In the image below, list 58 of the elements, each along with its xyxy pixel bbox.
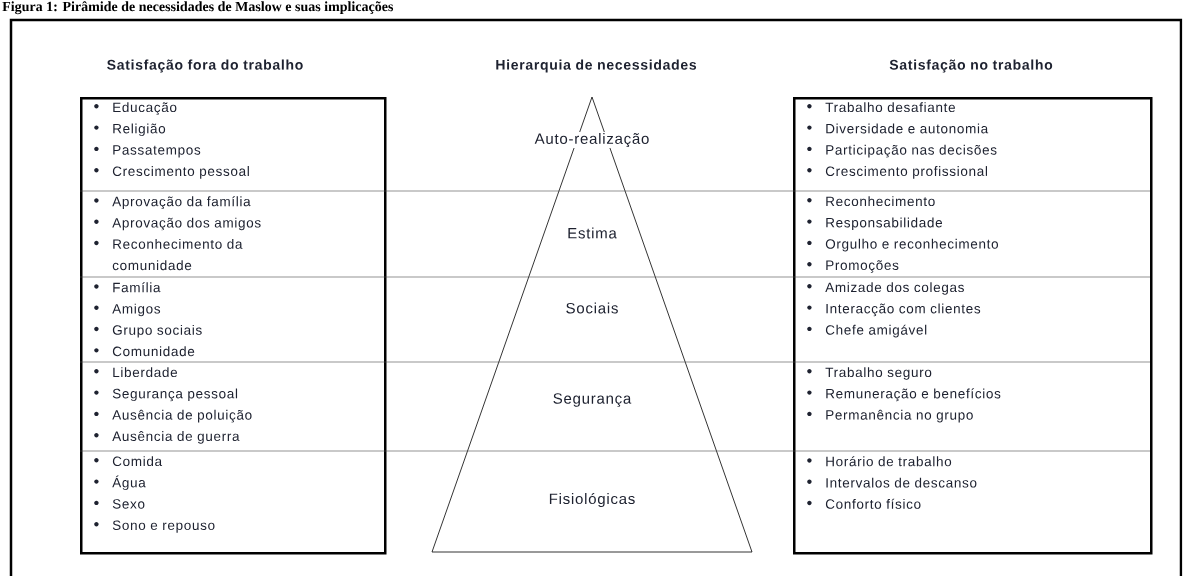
bullet-list: Horário de trabalho Intervalos de descanso Conforto físico	[807, 456, 977, 509]
list-box	[793, 97, 1153, 555]
node-label: Educação	[113, 102, 177, 115]
node-label: Participação nas decisões	[826, 144, 997, 158]
level-label: Auto-realização	[533, 132, 651, 149]
column-heading: Satisfação fora do trabalho	[107, 59, 303, 73]
node-label: Trabalho seguro	[825, 367, 932, 380]
node-label: Religião	[113, 123, 166, 137]
node-label: Segurança pessoal	[112, 388, 238, 402]
node-label: Reconhecimento	[826, 196, 935, 207]
node-label: Interacção com clientes	[826, 303, 981, 317]
node-label: Família	[113, 282, 161, 293]
node-label: Água	[112, 475, 146, 491]
node-label: Amizade dos colegas	[825, 282, 964, 295]
node-label: Aprovação dos amigos	[112, 217, 261, 231]
figure-title: Figura 1: Pirâmide de necessidades de Maslow e suas implicações	[2, 1, 394, 15]
node-label: Reconhecimento da comunidade	[112, 238, 243, 271]
node-label: Ausência de guerra	[112, 431, 240, 444]
node-label: Conforto físico	[825, 498, 921, 509]
node-label: Horário de trabalho	[826, 456, 952, 467]
level-label: Estima	[566, 226, 618, 240]
node-label: Intervalos de descanso	[826, 477, 977, 488]
node-label: Sexo	[112, 499, 145, 509]
bullet-list: Amizade dos colegas Interacção com clientes Chefe amigável	[807, 282, 981, 338]
level-label: Segurança	[551, 392, 633, 408]
bullet-list: Liberdade Segurança pessoal Ausência de poluição Ausência de guerra	[94, 367, 252, 444]
node-label: Chefe amigável	[825, 324, 927, 338]
node-label: Permanência no grupo	[826, 409, 973, 423]
list-box	[80, 97, 387, 555]
node-label: Promoções	[826, 260, 899, 273]
node-label: Remuneração e benefícios	[826, 388, 1001, 402]
bullet-list: Educação Religião Passatempos Crescimento pessoal	[94, 102, 249, 179]
node-label: Sono e repouso	[112, 520, 215, 533]
node-label: Orgulho e reconhecimento	[825, 238, 999, 252]
node-label: Comunidade	[112, 346, 195, 357]
node-label: Liberdade	[113, 367, 178, 378]
node-label: Amigos	[112, 303, 161, 317]
bullet-list: Trabalho seguro Remuneração e benefícios Permanência no grupo	[807, 367, 1001, 423]
column-heading: Satisfação no trabalho	[889, 59, 1053, 73]
node-label: Crescimento pessoal	[112, 166, 249, 179]
node-label: Trabalho desafiante	[825, 102, 955, 113]
node-label: Passatempos	[113, 145, 201, 158]
column-heading: Hierarquia de necessidades	[496, 59, 697, 73]
node-label: Grupo sociais	[112, 324, 202, 338]
node-label: Ausência de poluição	[112, 409, 252, 423]
node-label: Diversidade e autonomia	[826, 123, 989, 134]
level-label: Sociais	[564, 301, 620, 315]
bullet-list: Reconhecimento Responsabilidade Orgulho e reconhecimento Promoções	[807, 196, 999, 273]
pyramid	[431, 96, 753, 553]
node-label: Responsabilidade	[826, 217, 943, 231]
bullet-list: Trabalho desafiante Diversidade e autonomia Participação nas decisões Crescimento profissional	[807, 102, 997, 179]
level-label: Fisiológicas	[547, 491, 637, 509]
bullet-list: Aprovação da família Aprovação dos amigos Reconhecimento da comunidade	[94, 196, 261, 271]
node-label: Comida	[112, 456, 163, 467]
node-label: Crescimento profissional	[825, 166, 988, 179]
bullet-list: Família Amigos Grupo sociais Comunidade	[94, 282, 202, 357]
bullet-list: Comida Água Sexo Sono e repouso	[94, 456, 215, 533]
node-label: Aprovação da família	[112, 196, 251, 209]
